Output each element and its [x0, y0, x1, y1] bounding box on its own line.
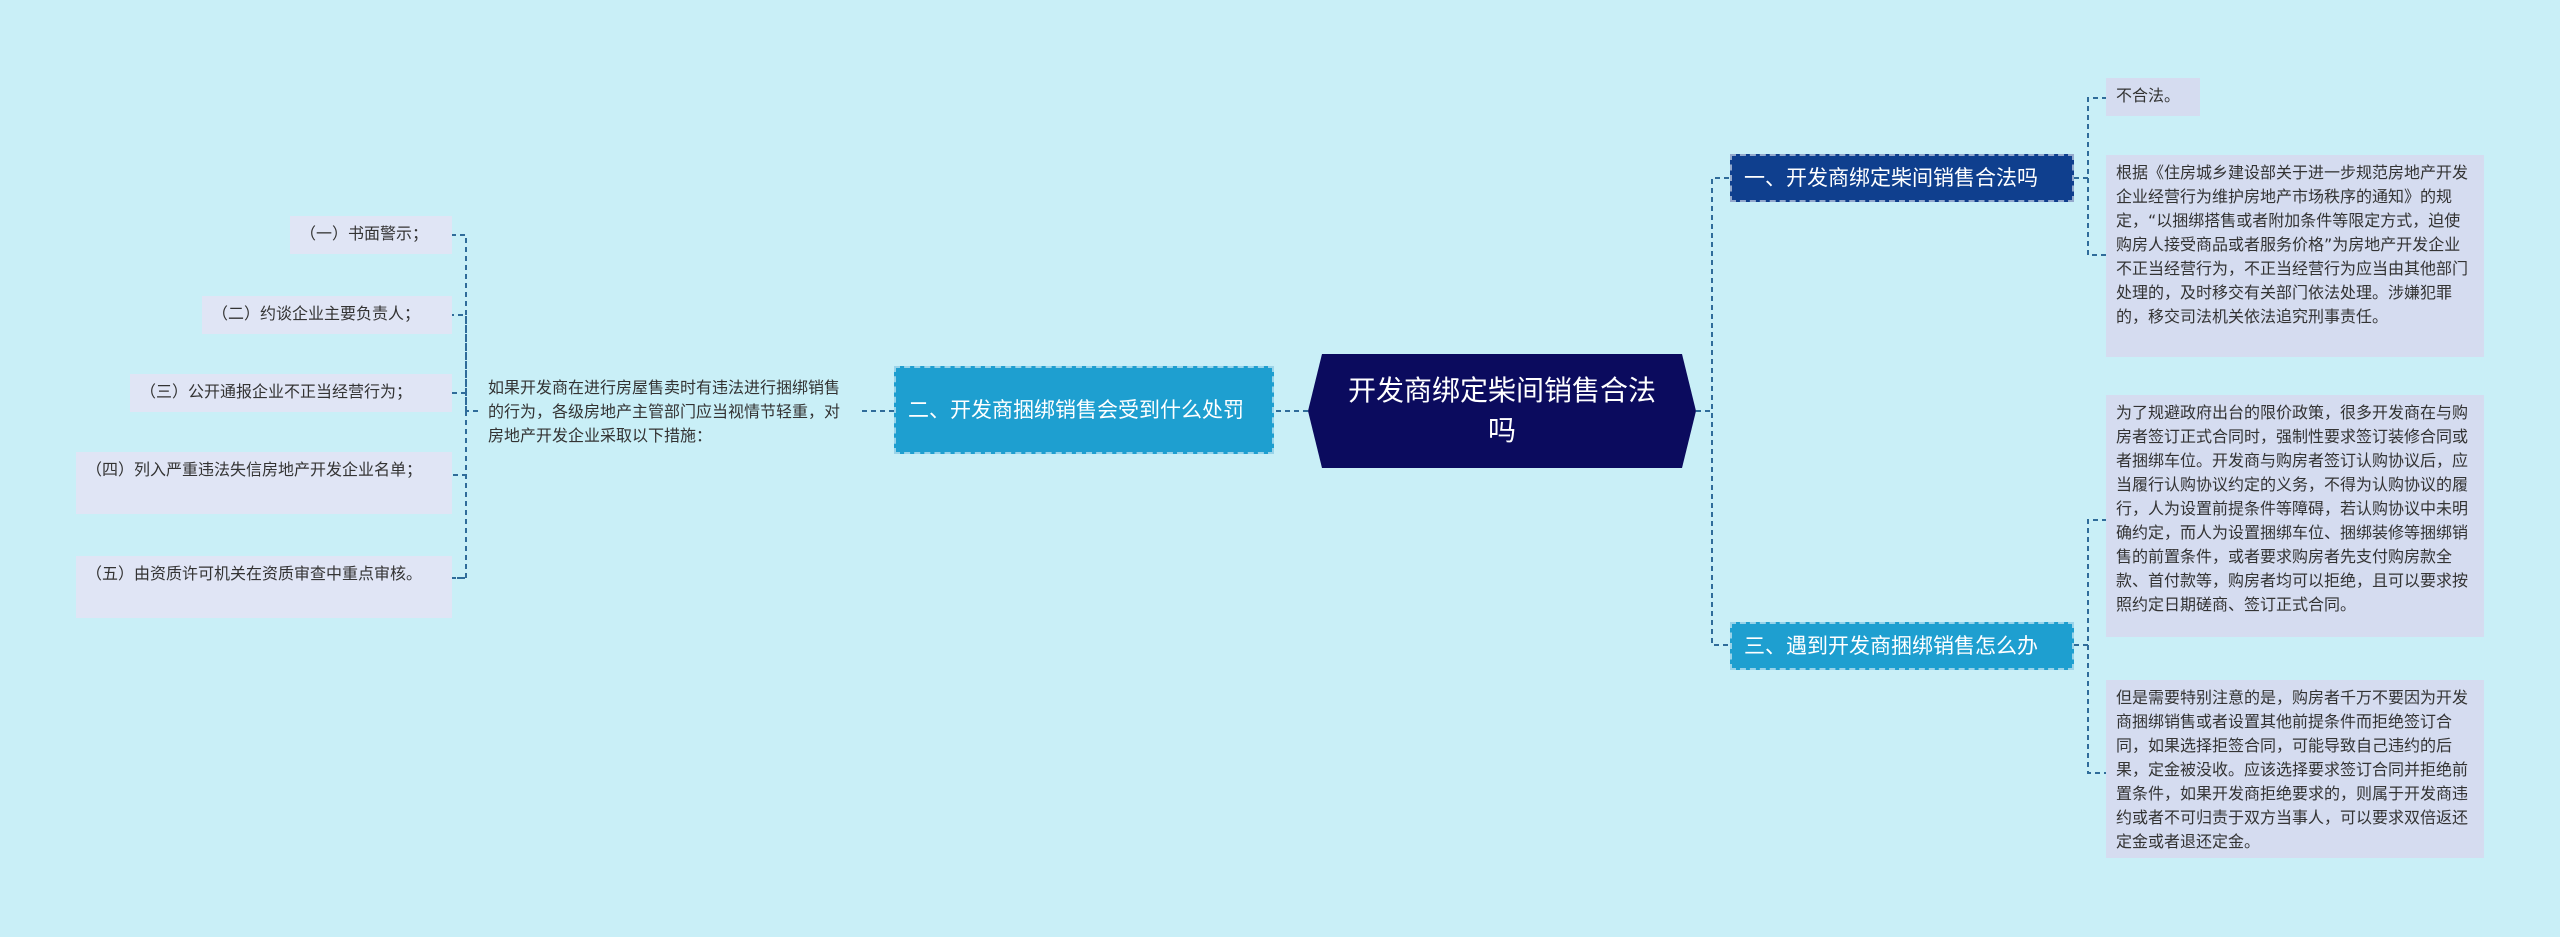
branch-1-label: 一、开发商绑定柴间销售合法吗	[1744, 166, 2038, 190]
connector-intro-leaves	[452, 234, 478, 579]
branch-1-leaf-1[interactable]: 不合法。	[2106, 78, 2200, 116]
connector-root-branch-3	[1696, 410, 1730, 646]
branch-2-leaf-5[interactable]: （五）由资质许可机关在资质审查中重点审核。	[76, 556, 452, 618]
branch-1-leaf-2[interactable]: 根据《住房城乡建设部关于进一步规范房地产开发企业经营行为维护房地产市场秩序的通知…	[2106, 155, 2484, 357]
connector-root-branch-1	[1696, 177, 1730, 412]
branch-3-leaf-2[interactable]: 但是需要特别注意的是，购房者千万不要因为开发商捆绑销售或者设置其他前提条件而拒绝…	[2106, 680, 2484, 858]
connector-branch-3-leaves	[2074, 519, 2106, 774]
branch-2-leaf-2[interactable]: （二）约谈企业主要负责人；	[202, 296, 452, 334]
branch-2[interactable]: 二、开发商捆绑销售会受到什么处罚	[894, 366, 1274, 454]
branch-1[interactable]: 一、开发商绑定柴间销售合法吗	[1730, 154, 2074, 202]
branch-3-label: 三、遇到开发商捆绑销售怎么办	[1744, 634, 2038, 658]
branch-2-leaf-4[interactable]: （四）列入严重违法失信房地产开发企业名单；	[76, 452, 452, 514]
branch-3-leaf-1[interactable]: 为了规避政府出台的限价政策，很多开发商在与购房者签订正式合同时，强制性要求签订装…	[2106, 395, 2484, 637]
branch-2-leaf-3[interactable]: （三）公开通报企业不正当经营行为；	[130, 374, 452, 412]
connector-branch-1-leaves	[2074, 97, 2106, 256]
root-topic[interactable]: 开发商绑定柴间销售合法吗	[1308, 354, 1696, 468]
branch-2-label: 二、开发商捆绑销售会受到什么处罚	[908, 398, 1244, 422]
branch-2-leaf-1[interactable]: （一）书面警示；	[290, 216, 452, 254]
root-title: 开发商绑定柴间销售合法吗	[1347, 374, 1656, 447]
branch-2-intro[interactable]: 如果开发商在进行房屋售卖时有违法进行捆绑销售的行为，各级房地产主管部门应当视情节…	[488, 378, 841, 445]
branch-3[interactable]: 三、遇到开发商捆绑销售怎么办	[1730, 622, 2074, 670]
